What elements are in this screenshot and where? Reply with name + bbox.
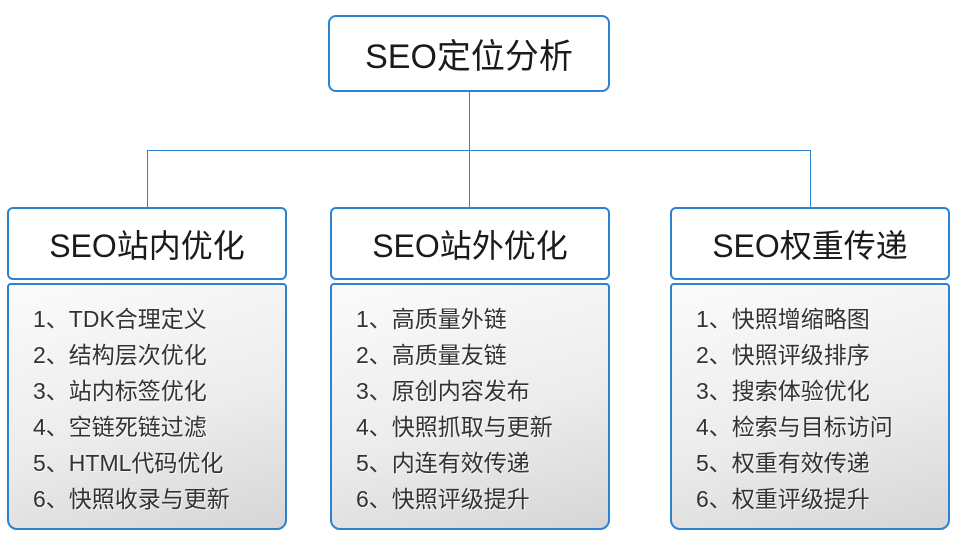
list-item: 5、HTML代码优化 bbox=[33, 450, 224, 476]
connector-drop-middle bbox=[469, 150, 470, 207]
list-item: 6、权重评级提升 bbox=[696, 486, 870, 512]
branch-list-onsite: 1、TDK合理定义 2、结构层次优化 3、站内标签优化 4、空链死链过滤 5、H… bbox=[7, 283, 287, 530]
list-item: 4、检索与目标访问 bbox=[696, 414, 893, 440]
list-item: 1、快照增缩略图 bbox=[696, 306, 870, 332]
list-item: 2、结构层次优化 bbox=[33, 342, 207, 368]
branch-node-offsite: SEO站外优化 bbox=[330, 207, 610, 280]
branch-title-onsite: SEO站内优化 bbox=[49, 227, 245, 264]
list-item: 4、空链死链过滤 bbox=[33, 414, 207, 440]
list-item: 4、快照抓取与更新 bbox=[356, 414, 553, 440]
branch-title-offsite: SEO站外优化 bbox=[372, 227, 568, 264]
branch-node-onsite: SEO站内优化 bbox=[7, 207, 287, 280]
connector-root-stem bbox=[469, 92, 470, 150]
list-item: 6、快照收录与更新 bbox=[33, 486, 230, 512]
list-item: 3、站内标签优化 bbox=[33, 378, 207, 404]
connector-drop-right bbox=[810, 150, 811, 207]
list-item: 2、高质量友链 bbox=[356, 342, 507, 368]
branch-list-offsite: 1、高质量外链 2、高质量友链 3、原创内容发布 4、快照抓取与更新 5、内连有… bbox=[330, 283, 610, 530]
list-item: 5、权重有效传递 bbox=[696, 450, 870, 476]
list-item: 3、搜索体验优化 bbox=[696, 378, 870, 404]
branch-node-weight: SEO权重传递 bbox=[670, 207, 950, 280]
branch-title-weight: SEO权重传递 bbox=[712, 227, 908, 264]
list-item: 3、原创内容发布 bbox=[356, 378, 530, 404]
root-node-title: SEO定位分析 bbox=[365, 38, 573, 76]
connector-drop-left bbox=[147, 150, 148, 207]
list-item: 5、内连有效传递 bbox=[356, 450, 530, 476]
list-item: 1、高质量外链 bbox=[356, 306, 507, 332]
list-item: 2、快照评级排序 bbox=[696, 342, 870, 368]
branch-list-weight: 1、快照增缩略图 2、快照评级排序 3、搜索体验优化 4、检索与目标访问 5、权… bbox=[670, 283, 950, 530]
list-item: 6、快照评级提升 bbox=[356, 486, 530, 512]
connector-horizontal bbox=[147, 150, 811, 151]
root-node: SEO定位分析 bbox=[328, 15, 610, 92]
list-item: 1、TDK合理定义 bbox=[33, 306, 207, 332]
